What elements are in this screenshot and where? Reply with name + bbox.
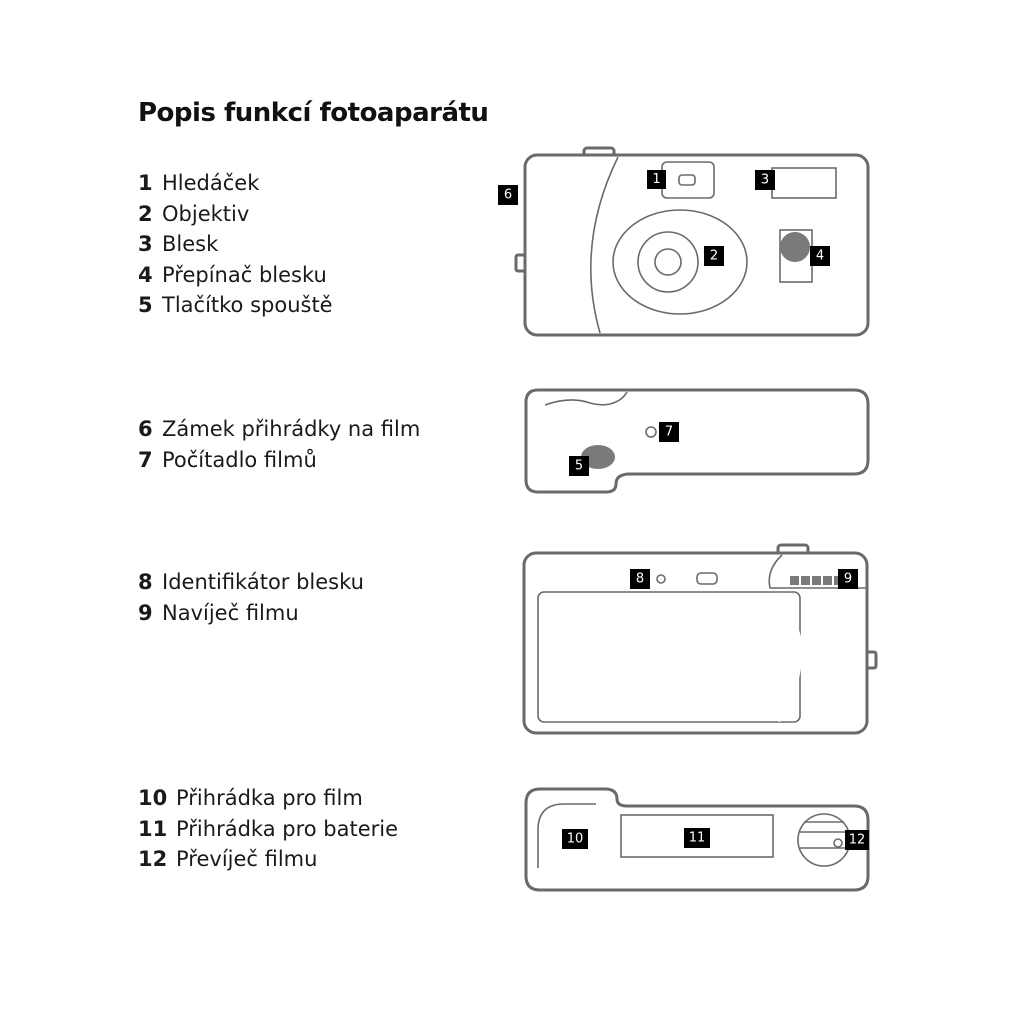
legend-number: 10 xyxy=(138,786,168,810)
callout-label: 5 xyxy=(575,459,583,474)
legend-item: 1 Hledáček xyxy=(138,168,333,199)
callout-label: 12 xyxy=(849,833,866,848)
callout-3: 3 xyxy=(755,170,775,190)
camera-top-body xyxy=(524,388,870,494)
legend-number: 2 xyxy=(138,201,153,226)
legend-group-back: 8 Identifikátor blesku 9 Navíječ filmu xyxy=(138,567,364,628)
legend-number: 4 xyxy=(138,262,153,287)
callout-5: 5 xyxy=(569,456,589,476)
legend-number: 7 xyxy=(138,447,153,472)
frame-counter-window xyxy=(645,426,657,438)
legend-number: 6 xyxy=(138,417,153,441)
camera-back-view xyxy=(522,543,878,735)
legend-number: 12 xyxy=(138,847,168,871)
callout-1: 1 xyxy=(647,170,666,189)
legend-item: 9 Navíječ filmu xyxy=(138,598,364,629)
legend-label: Přihrádka pro baterie xyxy=(176,816,399,841)
legend-label: Identifikátor blesku xyxy=(162,570,364,594)
legend-label: Objektiv xyxy=(162,201,250,226)
callout-9: 9 xyxy=(838,569,858,589)
callout-10: 10 xyxy=(562,829,588,849)
callout-label: 1 xyxy=(652,172,660,187)
legend-group-bottom: 10 Přihrádka pro film 11 Přihrádka pro bat… xyxy=(138,783,398,875)
winder-rib xyxy=(812,576,821,585)
back-panel xyxy=(537,591,801,723)
callout-label: 6 xyxy=(504,188,512,203)
back-viewfinder xyxy=(696,572,718,585)
legend-label: Počítadlo filmů xyxy=(162,447,317,472)
legend-item: 11 Přihrádka pro baterie xyxy=(138,814,398,845)
legend-item: 12 Převíječ filmu xyxy=(138,844,398,875)
callout-label: 11 xyxy=(689,831,706,846)
camera-front-view xyxy=(514,146,870,337)
legend-item: 7 Počítadlo filmů xyxy=(138,445,420,476)
legend-label: Zámek přihrádky na film xyxy=(162,417,421,441)
winder-rib xyxy=(801,576,810,585)
flash-switch-button xyxy=(780,232,810,262)
legend-label: Přepínač blesku xyxy=(162,262,327,287)
top-shutter-edge xyxy=(544,391,628,406)
callout-label: 10 xyxy=(567,832,584,847)
legend-label: Převíječ filmu xyxy=(176,847,318,871)
callout-4: 4 xyxy=(810,246,830,266)
legend-item: 8 Identifikátor blesku xyxy=(138,567,364,598)
legend-item: 6 Zámek přihrádky na film xyxy=(138,414,420,445)
legend-number: 8 xyxy=(138,570,153,594)
legend-number: 9 xyxy=(138,600,153,625)
callout-label: 9 xyxy=(844,572,852,587)
legend-item: 3 Blesk xyxy=(138,229,333,260)
callout-label: 2 xyxy=(710,249,718,264)
rewind-knob-pin xyxy=(833,838,843,848)
flash-identifier-dot xyxy=(656,574,666,584)
page-title: Popis funkcí fotoaparátu xyxy=(138,98,489,128)
legend-group-top: 6 Zámek přihrádky na film 7 Počítadlo film… xyxy=(138,414,420,475)
legend-label: Navíječ filmu xyxy=(162,600,299,625)
flash-window xyxy=(771,167,837,199)
legend-label: Přihrádka pro film xyxy=(176,786,363,810)
winder-rib xyxy=(823,576,832,585)
legend-number: 5 xyxy=(138,293,153,317)
callout-2: 2 xyxy=(704,246,724,266)
rewind-knob-grip xyxy=(799,821,849,849)
legend-label: Tlačítko spouště xyxy=(162,293,333,317)
legend-item: 10 Přihrádka pro film xyxy=(138,783,398,814)
callout-label: 7 xyxy=(665,425,673,440)
camera-top-view xyxy=(524,388,870,494)
callout-label: 4 xyxy=(816,249,824,264)
callout-8: 8 xyxy=(630,569,650,589)
viewfinder-lens xyxy=(678,174,696,186)
legend-group-front: 1 Hledáček 2 Objektiv 3 Blesk 4 Přepínač ble… xyxy=(138,168,333,321)
back-panel-curve-fill xyxy=(778,592,803,722)
film-compartment-outline xyxy=(537,803,596,868)
legend-item: 4 Přepínač blesku xyxy=(138,260,333,291)
legend-number: 3 xyxy=(138,232,153,256)
legend-item: 2 Objektiv xyxy=(138,199,333,230)
callout-12: 12 xyxy=(845,830,869,850)
callout-label: 3 xyxy=(761,173,769,188)
legend-label: Blesk xyxy=(162,232,219,256)
lens-glass xyxy=(654,248,682,276)
camera-grip-line xyxy=(590,156,619,334)
callout-11: 11 xyxy=(684,828,710,848)
callout-7: 7 xyxy=(659,422,679,442)
callout-label: 8 xyxy=(636,572,644,587)
legend-number: 11 xyxy=(138,816,168,841)
winder-rib xyxy=(790,576,799,585)
callout-6: 6 xyxy=(498,185,518,205)
winder-housing-line xyxy=(768,554,866,589)
legend-item: 5 Tlačítko spouště xyxy=(138,290,333,321)
top-shutter-button xyxy=(581,445,615,469)
legend-number: 1 xyxy=(138,171,153,195)
legend-label: Hledáček xyxy=(162,171,260,195)
